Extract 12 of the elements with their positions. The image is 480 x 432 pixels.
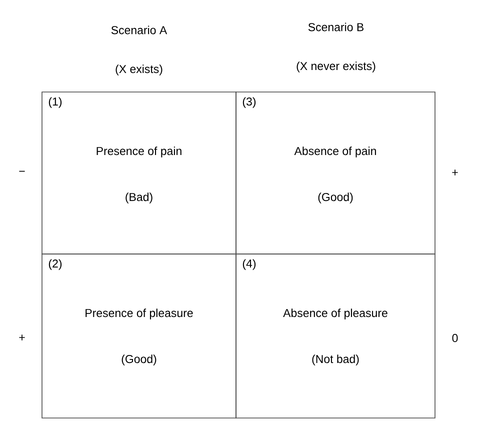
sign-label: + [19, 334, 25, 340]
sign-label: − [19, 170, 25, 172]
table-cell: (3) Absence of pain (Good) [236, 92, 436, 254]
sign-label: 0 [452, 334, 458, 342]
table-cell: (2) Presence of pleasure (Good) [42, 254, 236, 418]
table-cell: (1) Presence of pain (Bad) [42, 92, 236, 254]
column-heading: Scenario A [111, 26, 168, 34]
column-heading: Scenario B [308, 22, 364, 32]
table-cell: (4) Absence of pleasure (Not bad) [236, 254, 436, 418]
column-subheading: (X exists) [116, 64, 162, 76]
sign-label: + [452, 170, 458, 176]
column-subheading: (X never exists) [296, 62, 376, 72]
